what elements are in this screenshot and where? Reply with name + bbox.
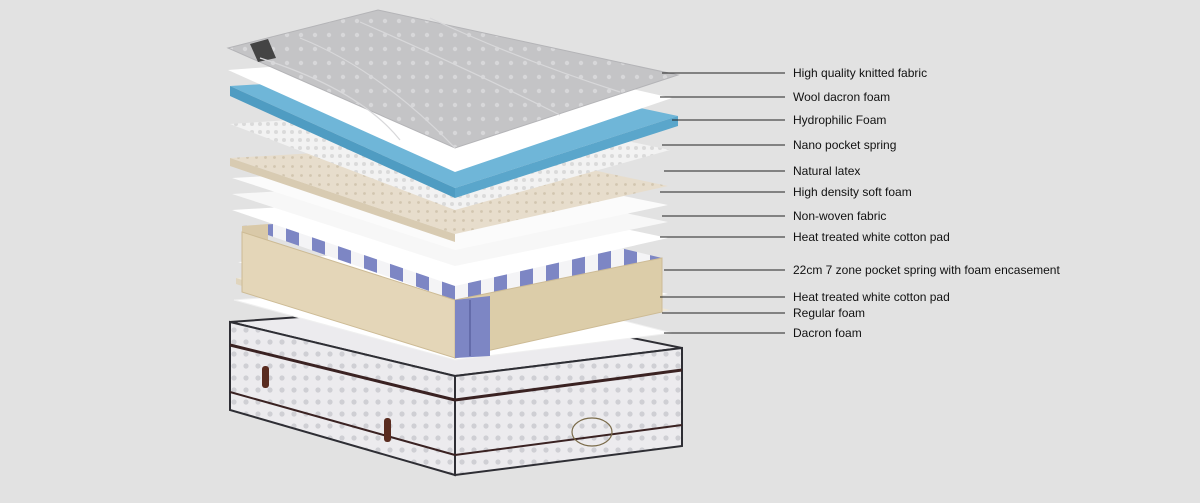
label-regular-foam: Regular foam bbox=[793, 306, 866, 320]
label-cotton-pad-top: Heat treated white cotton pad bbox=[793, 230, 950, 244]
handle-icon bbox=[384, 418, 391, 442]
label-non-woven: Non-woven fabric bbox=[793, 209, 887, 223]
layer-knitted-fabric bbox=[226, 9, 680, 149]
label-nano-spring: Nano pocket spring bbox=[793, 138, 897, 152]
label-hydrophilic: Hydrophilic Foam bbox=[793, 113, 887, 127]
brand-logo-icon bbox=[571, 417, 613, 447]
label-knitted-fabric: High quality knitted fabric bbox=[793, 66, 928, 80]
handle-icon bbox=[262, 366, 269, 388]
label-zone-spring: 22cm 7 zone pocket spring with foam enca… bbox=[793, 263, 1060, 277]
label-dacron-foam: Dacron foam bbox=[793, 326, 862, 340]
label-latex: Natural latex bbox=[793, 164, 861, 178]
leader-lines bbox=[660, 72, 785, 334]
label-wool-dacron: Wool dacron foam bbox=[793, 90, 891, 104]
label-cotton-pad-bottom: Heat treated white cotton pad bbox=[793, 290, 950, 304]
label-hd-soft-foam: High density soft foam bbox=[793, 185, 912, 199]
